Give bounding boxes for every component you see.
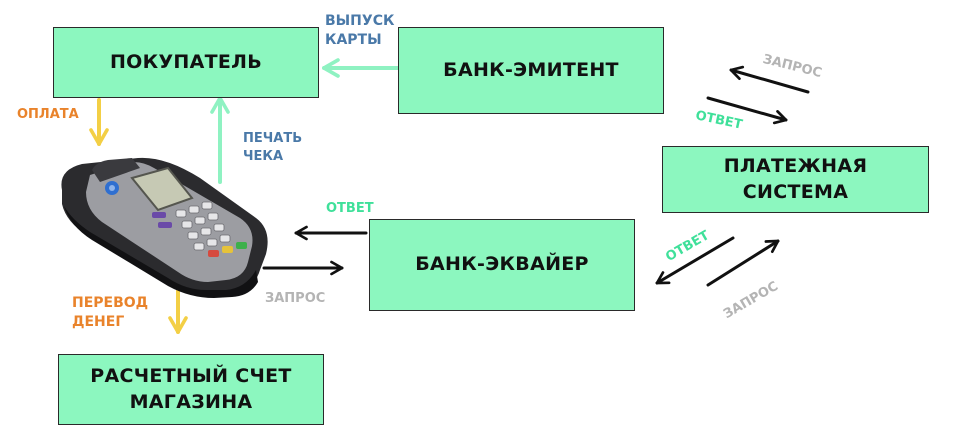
receipt-print-line1: ПЕЧАТЬ [243, 131, 303, 146]
buyer-box: ПОКУПАТЕЛЬ [53, 27, 319, 98]
store-account-label-line1: РАСЧЕТНЫЙ СЧЕТ [90, 364, 292, 387]
payment-label: ОПЛАТА [17, 107, 79, 122]
arrow-issuer-to-ps-response [706, 96, 788, 125]
card-issue-label: ВЫПУСК КАРТЫ [325, 12, 394, 50]
issuer-bank-label: БАНК-ЭМИТЕНТ [443, 58, 619, 81]
money-transfer-line2: ДЕНЕГ [72, 313, 125, 330]
card-issue-line2: КАРТЫ [325, 31, 382, 48]
money-transfer-line1: ПЕРЕВОД [72, 295, 149, 311]
arrow-ps-to-issuer-request [729, 65, 810, 94]
buyer-label: ПОКУПАТЕЛЬ [109, 50, 263, 73]
payment-system-label-line1: ПЛАТЕЖНАЯ [723, 154, 868, 177]
acquirer-bank-box: БАНК-ЭКВАЙЕР [369, 219, 635, 311]
money-transfer-label: ПЕРЕВОД ДЕНЕГ [72, 294, 148, 332]
receipt-print-label: ПЕЧАТЬ ЧЕКА [243, 130, 302, 165]
acquirer-bank-label: БАНК-ЭКВАЙЕР [415, 253, 589, 276]
receipt-print-line2: ЧЕКА [243, 148, 284, 164]
store-account-label-line2: МАГАЗИНА [129, 390, 253, 413]
payment-system-box: ПЛАТЕЖНАЯ СИСТЕМА [662, 146, 929, 213]
issuer-bank-box: БАНК-ЭМИТЕНТ [398, 27, 664, 114]
payment-system-label-line2: СИСТЕМА [742, 180, 849, 203]
arrow-acq-to-ps-request [706, 239, 780, 287]
response-acq-terminal-label: ОТВЕТ [326, 201, 374, 216]
card-issue-line1: ВЫПУСК [325, 13, 395, 29]
pos-terminal-icon [61, 157, 268, 298]
store-account-box: РАСЧЕТНЫЙ СЧЕТ МАГАЗИНА [58, 354, 324, 425]
arrow-ps-to-acq-response [655, 236, 735, 285]
request-terminal-acq-label: ЗАПРОС [265, 291, 326, 306]
